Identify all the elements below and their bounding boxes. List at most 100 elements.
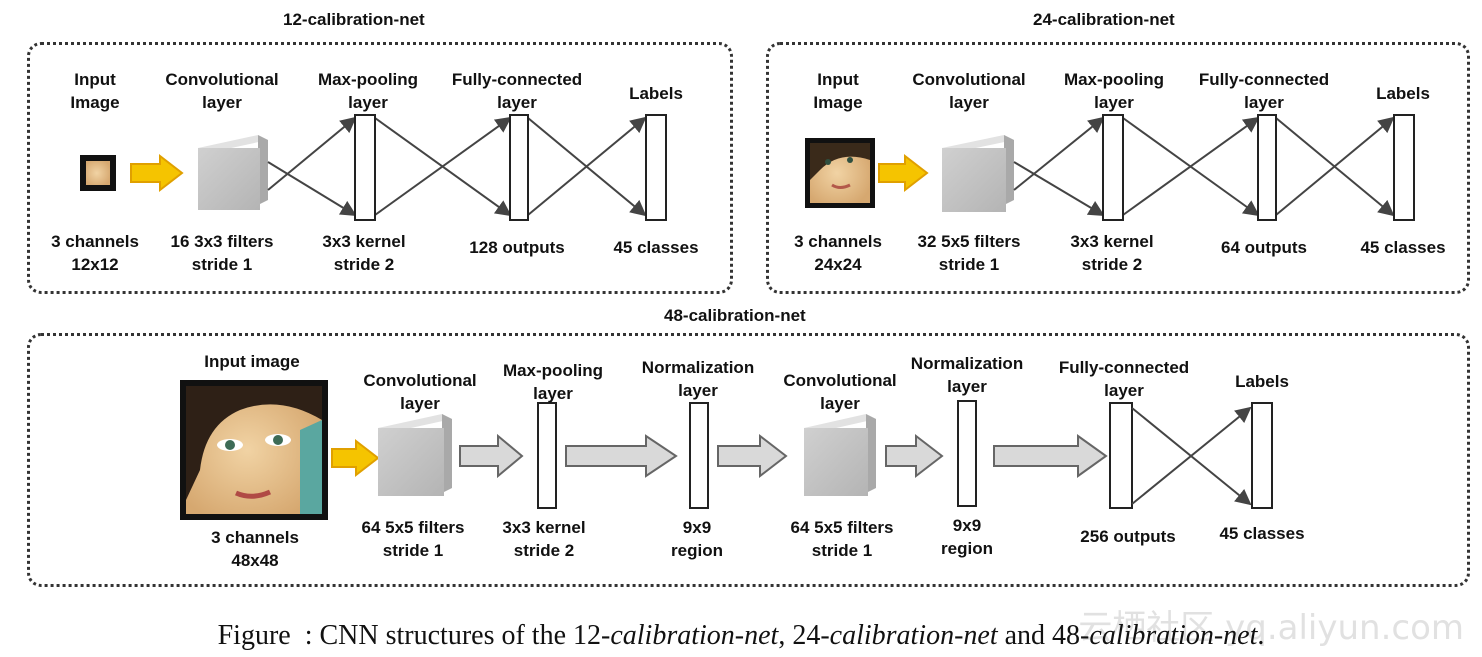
net48-pool-head-l1: Max-pooling <box>502 361 604 380</box>
net48-labels-foot: 45 classes <box>1219 524 1305 543</box>
net48-pool-head: Max-pooling layer <box>503 359 603 405</box>
panel-12-calibration-net <box>27 42 733 294</box>
cross-connections-12 <box>267 116 647 217</box>
net48-norm1-head-l2: layer <box>678 381 718 400</box>
net48-input-foot-l2: 48x48 <box>231 551 279 570</box>
net48-norm1-foot: 9x9 region <box>671 516 723 562</box>
net48-norm1-foot-l1: 9x9 <box>682 518 712 537</box>
net24-input-foot: 3 channels 24x24 <box>794 230 882 276</box>
net48-norm2-head-l2: layer <box>947 377 987 396</box>
net24-fc-head: Fully-connected layer <box>1199 68 1329 114</box>
net48-pool-foot-l2: stride 2 <box>513 541 575 560</box>
labels-layer-24 <box>1393 114 1415 221</box>
net12-input-head: Input Image <box>70 68 119 114</box>
net24-fc-head-l1: Fully-connected <box>1198 70 1330 89</box>
net24-input-foot-l1: 3 channels <box>794 232 882 251</box>
caption-net-2: calibration-net <box>829 620 998 651</box>
net12-conv-foot-l2: stride 1 <box>191 255 253 274</box>
conv2-layer-48 <box>804 414 876 496</box>
net12-fc-head-l1: Fully-connected <box>451 70 583 89</box>
net12-input-head-l2: Image <box>70 93 120 112</box>
net24-pool-foot: 3x3 kernel stride 2 <box>1070 230 1153 276</box>
net12-fc-head: Fully-connected layer <box>452 68 582 114</box>
net48-norm1-head-l1: Normalization <box>641 358 755 377</box>
net12-labels-foot: 45 classes <box>613 238 699 257</box>
watermark: 云栖社区 yq.aliyun.com <box>1078 608 1464 648</box>
net48-norm2-foot-l2: region <box>941 539 993 558</box>
net24-fc-head-l2: layer <box>1244 93 1284 112</box>
arrow-pool-to-norm1 <box>565 434 678 478</box>
net48-norm2-foot: 9x9 region <box>941 514 993 560</box>
network-diagram <box>80 114 1415 520</box>
net48-conv1-foot: 64 5x5 filters stride 1 <box>361 516 464 562</box>
net24-pool-head: Max-pooling layer <box>1064 68 1164 114</box>
net48-fc-head-l2: layer <box>1104 381 1144 400</box>
net12-conv-foot: 16 3x3 filters stride 1 <box>170 230 273 276</box>
net12-pool-foot-l2: stride 2 <box>333 255 395 274</box>
net48-conv1-foot-l1: 64 5x5 filters <box>361 518 465 537</box>
cross-connections-48 <box>1131 406 1252 506</box>
net24-pool-head-l2: layer <box>1094 93 1134 112</box>
caption-net-3: calibration-net <box>1089 620 1258 651</box>
net12-labels-head: Labels <box>629 84 683 103</box>
net48-norm2-head-l1: Normalization <box>910 354 1024 373</box>
net12-conv-head: Convolutional layer <box>165 68 278 114</box>
net48-pool-foot-l1: 3x3 kernel <box>502 518 586 537</box>
net48-norm2-foot-l1: 9x9 <box>952 516 982 535</box>
net12-pool-head: Max-pooling layer <box>318 68 418 114</box>
net48-conv2-foot-l1: 64 5x5 filters <box>790 518 894 537</box>
net24-labels-head: Labels <box>1376 84 1430 103</box>
net48-labels-head: Labels <box>1235 372 1289 391</box>
net48-norm1-foot-l2: region <box>671 541 723 560</box>
panel-24-calibration-net <box>766 42 1470 294</box>
net24-conv-foot-l2: stride 1 <box>938 255 1000 274</box>
caption-net-1: calibration-net <box>610 620 779 651</box>
input-arrow-12 <box>130 153 184 193</box>
net24-input-foot-l2: 24x24 <box>814 255 862 274</box>
figure-caption: Figure : CNN structures of the 12-calibr… <box>0 620 1482 652</box>
maxpool-layer-12 <box>354 114 376 221</box>
caption-sep-1: , 24- <box>778 620 830 651</box>
net48-pool-foot: 3x3 kernel stride 2 <box>502 516 585 562</box>
conv-layer-24 <box>942 135 1014 212</box>
net12-pool-foot-l1: 3x3 kernel <box>322 232 406 251</box>
conv1-layer-48 <box>378 414 452 496</box>
net24-input-head-l2: Image <box>813 93 863 112</box>
net12-fc-head-l2: layer <box>497 93 537 112</box>
net48-fc-head: Fully-connected layer <box>1059 356 1189 402</box>
net24-pool-foot-l2: stride 2 <box>1081 255 1143 274</box>
caption-sep-2: and 48- <box>997 620 1090 651</box>
panel-48-calibration-net <box>27 333 1470 587</box>
net48-fc-head-l1: Fully-connected <box>1058 358 1190 377</box>
net48-conv2-foot-l2: stride 1 <box>811 541 873 560</box>
net48-pool-head-l2: layer <box>533 384 573 403</box>
net24-conv-foot-l1: 32 5x5 filters <box>917 232 1021 251</box>
caption-prefix: Figure <box>217 620 291 651</box>
input-arrow-24 <box>878 153 929 193</box>
net12-input-head-l1: Input <box>74 70 116 89</box>
net12-conv-head-l1: Convolutional <box>165 70 279 89</box>
arrow-conv2-to-norm2 <box>885 433 944 479</box>
net12-conv-head-l2: layer <box>202 93 242 112</box>
net48-input-foot: 3 channels 48x48 <box>211 526 299 572</box>
fc-layer-48 <box>1109 402 1133 509</box>
net48-conv1-foot-l2: stride 1 <box>382 541 444 560</box>
labels-layer-48 <box>1251 402 1273 509</box>
net24-conv-foot: 32 5x5 filters stride 1 <box>917 230 1020 276</box>
caption-text-1: : CNN structures of the 12- <box>290 620 611 651</box>
net48-conv1-head: Convolutional layer <box>363 369 476 415</box>
net24-conv-head-l1: Convolutional <box>912 70 1026 89</box>
net48-conv2-head-l2: layer <box>820 394 860 413</box>
net48-norm2-head: Normalization layer <box>911 352 1023 398</box>
net24-input-head-l1: Input <box>817 70 859 89</box>
net24-conv-head: Convolutional layer <box>912 68 1025 114</box>
net12-conv-foot-l1: 16 3x3 filters <box>170 232 274 251</box>
net48-input-foot-l1: 3 channels <box>211 528 299 547</box>
net24-input-head: Input Image <box>813 68 862 114</box>
net48-conv2-head: Convolutional layer <box>783 369 896 415</box>
maxpool-layer-24 <box>1102 114 1124 221</box>
caption-end: . <box>1257 620 1265 651</box>
norm1-layer-48 <box>689 402 709 509</box>
input-image-12 <box>80 155 116 191</box>
net48-norm1-head: Normalization layer <box>642 356 754 402</box>
